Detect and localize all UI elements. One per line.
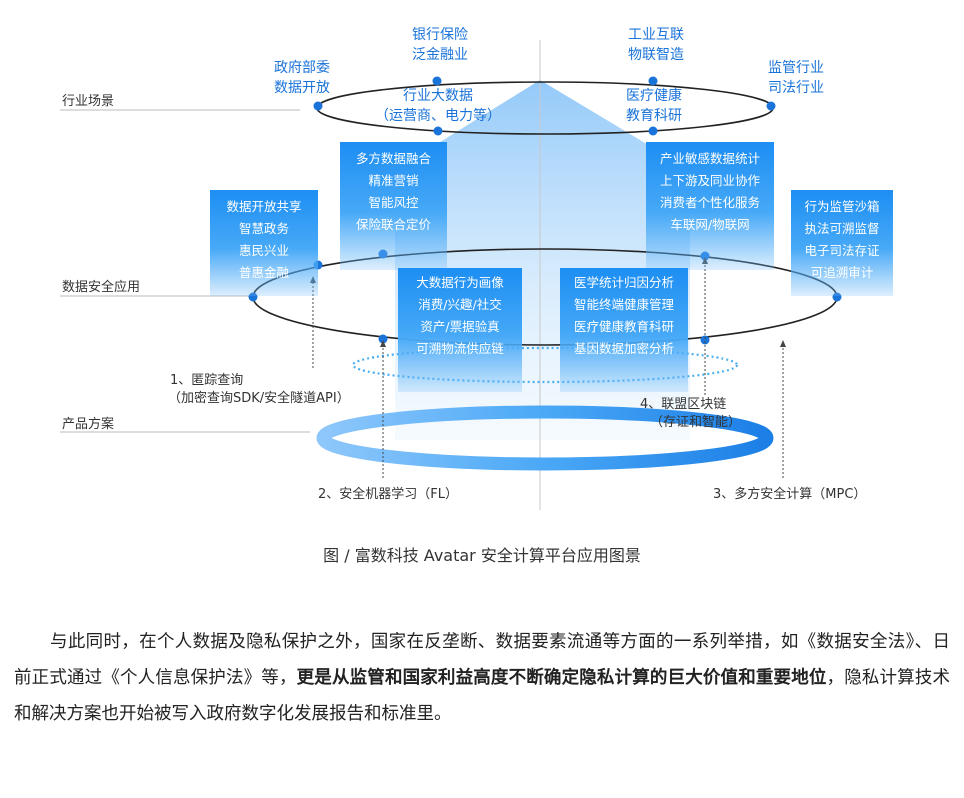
box-gov-line: 智慧政务 (238, 221, 289, 236)
box-industry-line: 产业敏感数据统计 (659, 151, 760, 166)
product-1-title: 1、匿踪查询 (170, 373, 244, 388)
ellipse-dot (648, 76, 658, 86)
product-3-label: 3、多方安全计算（MPC） (713, 487, 867, 502)
product-4-detail: （存证和智能） (650, 415, 742, 430)
box-finance-line: 保险联合定价 (355, 217, 431, 232)
arrow-head (780, 340, 786, 347)
scenario-medical-line: 教育科研 (626, 108, 682, 124)
scenario-gov-line: 政府部委 (274, 60, 330, 76)
platform-diagram: 行业场景 数据安全应用 产品方案 政府部委 数据开放 银行保险 泛金融业 工业互… (60, 25, 893, 510)
article-text-1: 与此同时，在个人数据及隐私保护之外，国家在反垄断、数据要素流通等方面的一系列举措… (14, 632, 950, 688)
ellipse-dot (648, 126, 658, 136)
box-medical-line: 智能终端健康管理 (573, 297, 674, 312)
box-regulation-line: 电子司法存证 (804, 243, 880, 258)
box-industry-line: 消费者个性化服务 (659, 195, 760, 210)
box-regulation-line: 行为监管沙箱 (804, 199, 880, 214)
ellipse-dot (378, 334, 388, 344)
scenario-iot-line: 工业互联 (628, 27, 684, 43)
ellipse-dot (700, 335, 710, 345)
box-finance-line: 智能风控 (368, 195, 419, 210)
layer-label-industry: 行业场景 (62, 94, 115, 109)
ellipse-dot (432, 76, 442, 86)
scenario-bank-line: 银行保险 (412, 27, 468, 43)
scenario-regulation: 监管行业 司法行业 (748, 58, 844, 98)
box-regulation: 行为监管沙箱 执法可溯监督 电子司法存证 可追溯审计 (791, 190, 893, 296)
product-ring (316, 405, 774, 471)
scenario-bigdata: 行业大数据 （运营商、电力等） (368, 86, 508, 126)
layer-label-data-security: 数据安全应用 (62, 280, 141, 295)
box-gov-line: 惠民兴业 (238, 243, 289, 258)
scenario-gov-line: 数据开放 (274, 80, 330, 96)
ellipse-dot (766, 101, 776, 111)
figure-caption: 图 / 富数科技 Avatar 安全计算平台应用图景 (323, 546, 641, 565)
scenario-iot-line: 物联智造 (628, 47, 684, 63)
scenario-bank: 银行保险 泛金融业 (392, 25, 488, 65)
box-finance: 多方数据融合 精准营销 智能风控 保险联合定价 (340, 142, 447, 270)
box-gov: 数据开放共享 智慧政务 惠民兴业 普惠金融 (210, 190, 318, 296)
box-medical-line: 基因数据加密分析 (573, 341, 674, 356)
box-consumer-line: 消费/兴趣/社交 (418, 297, 502, 312)
box-finance-line: 精准营销 (368, 173, 419, 188)
box-industry-line: 车联网/物联网 (670, 217, 750, 232)
box-medical-line: 医疗健康教育科研 (573, 319, 674, 334)
box-gov-line: 数据开放共享 (226, 199, 302, 214)
product-1-label: 1、匿踪查询 （加密查询SDK/安全隧道API） (168, 372, 388, 408)
box-gov-line: 普惠金融 (238, 265, 289, 280)
arrow-head (380, 340, 386, 347)
scenario-medical-line: 医疗健康 (626, 88, 682, 104)
box-industry-line: 上下游及同业协作 (659, 173, 760, 188)
box-consumer-line: 大数据行为画像 (416, 275, 504, 290)
box-industry: 产业敏感数据统计 上下游及同业协作 消费者个性化服务 车联网/物联网 (646, 142, 774, 270)
dotted-ring (351, 346, 739, 384)
scenario-bigdata-line: （运营商、电力等） (375, 108, 501, 124)
box-consumer: 大数据行为画像 消费/兴趣/社交 资产/票据验真 可溯物流供应链 (398, 268, 522, 392)
article-text-2: ，隐私计算技术和解决方案也开始被写入政府数字化发展报告和标准里。 (14, 668, 951, 724)
ellipse-dot (313, 101, 323, 111)
box-finance-line: 多方数据融合 (355, 151, 431, 166)
scenario-bigdata-line: 行业大数据 (403, 88, 473, 104)
layer-label-product: 产品方案 (62, 417, 115, 432)
article-bold-text: 更是从监管和国家利益高度不断确定隐私计算的巨大价值和重要地位 (296, 668, 827, 688)
product-1-detail: （加密查询SDK/安全隧道API） (168, 391, 350, 406)
product-2-label: 2、安全机器学习（FL） (318, 487, 458, 502)
scenario-industry-iot: 工业互联 物联智造 (608, 25, 704, 65)
box-consumer-line: 可溯物流供应链 (416, 341, 504, 356)
scenario-gov: 政府部委 数据开放 (254, 58, 350, 98)
box-medical: 医学统计归因分析 智能终端健康管理 医疗健康教育科研 基因数据加密分析 (560, 268, 688, 392)
product-4-label: 4、联盟区块链 （存证和智能） (640, 396, 750, 432)
scenario-bank-line: 泛金融业 (412, 47, 468, 63)
product-4-title: 4、联盟区块链 (640, 397, 727, 412)
scenario-medical: 医疗健康 教育科研 (604, 86, 704, 126)
box-medical-line: 医学统计归因分析 (573, 275, 674, 290)
scenario-regulation-line: 监管行业 (768, 60, 824, 76)
box-regulation-line: 执法可溯监督 (804, 221, 880, 236)
ellipse-dot (433, 126, 443, 136)
scenario-regulation-line: 司法行业 (768, 80, 824, 96)
article-paragraph: 与此同时，在个人数据及隐私保护之外，国家在反垄断、数据要素流通等方面的一系列举措… (14, 624, 950, 732)
box-regulation-line: 可追溯审计 (810, 265, 874, 280)
box-consumer-line: 资产/票据验真 (420, 319, 500, 334)
